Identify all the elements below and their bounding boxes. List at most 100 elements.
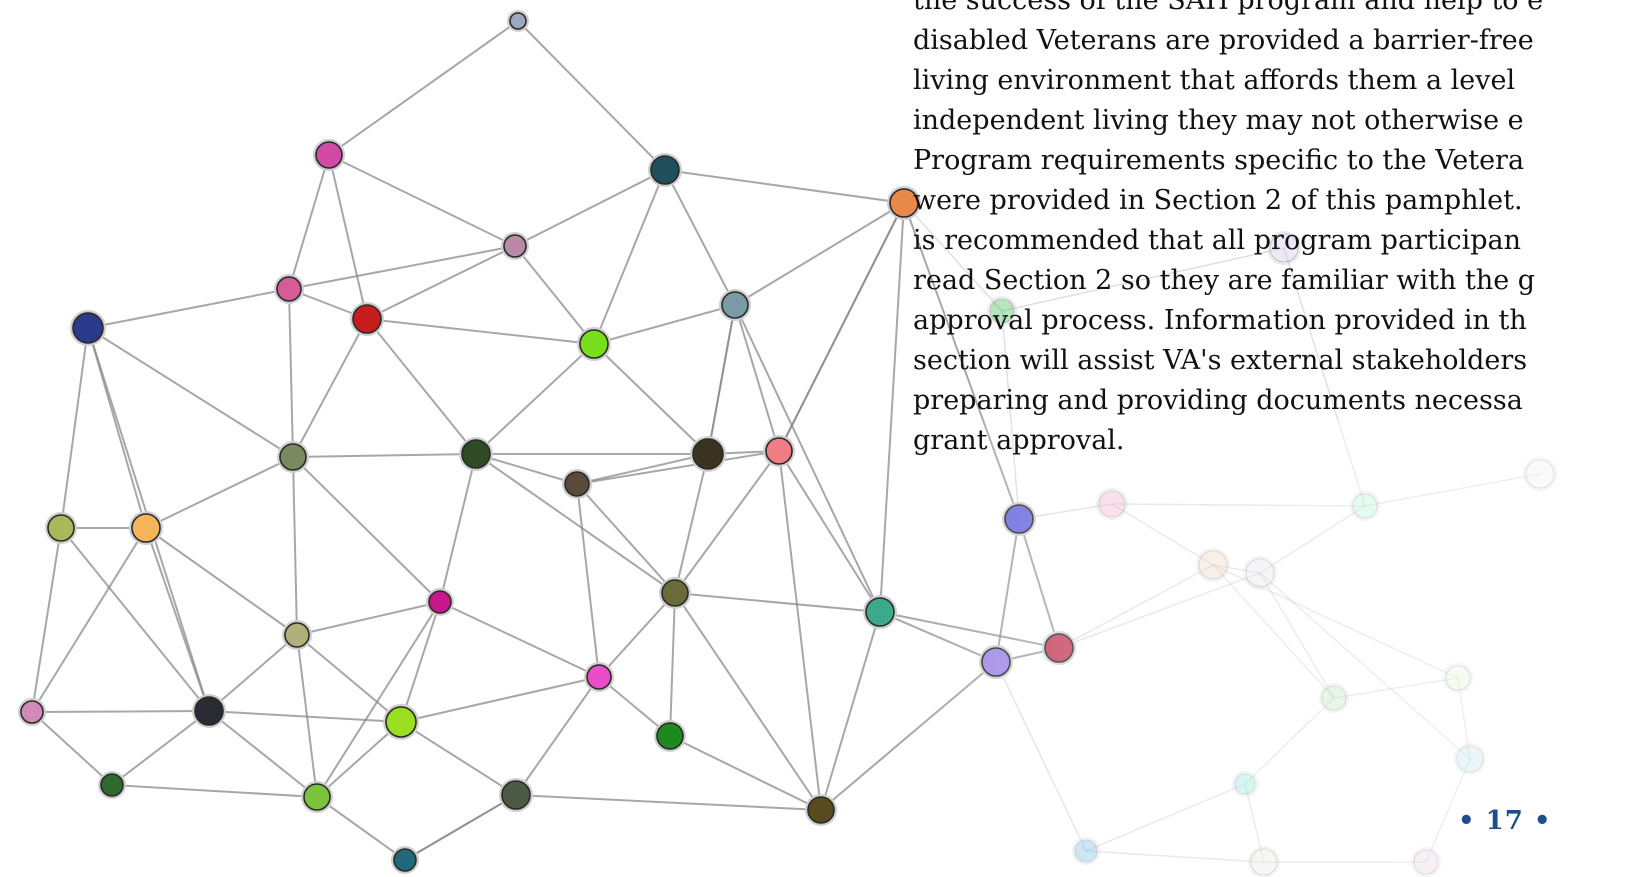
network-edge <box>664 169 905 204</box>
network-edge <box>145 527 210 712</box>
network-edge <box>995 518 1020 663</box>
network-edge <box>1111 503 1214 566</box>
network-edge <box>87 327 294 458</box>
network-edge <box>1058 564 1214 649</box>
body-line: independent living they may not otherwis… <box>913 105 1524 136</box>
node-core <box>1245 558 1275 588</box>
network-edge <box>31 711 113 786</box>
network-edge <box>87 288 290 329</box>
node-core <box>72 312 104 344</box>
network-node <box>98 771 126 799</box>
network-edge <box>664 169 736 306</box>
network-node <box>1042 631 1076 665</box>
network-edge <box>734 304 881 613</box>
node-core <box>352 304 382 334</box>
network-node <box>1196 548 1230 582</box>
network-edge <box>145 527 298 636</box>
node-core <box>428 590 452 614</box>
network-edge <box>734 304 780 452</box>
network-edge <box>820 611 881 811</box>
network-edge <box>576 450 780 485</box>
node-core <box>807 796 835 824</box>
network-node <box>507 10 529 32</box>
node-core <box>279 443 307 471</box>
network-edge <box>576 453 709 485</box>
node-core <box>765 437 793 465</box>
network-edge <box>31 527 62 713</box>
network-node <box>1248 846 1280 877</box>
network-edge <box>366 318 477 455</box>
node-core <box>1234 773 1256 795</box>
network-edge <box>292 456 441 603</box>
network-edge <box>514 169 666 247</box>
network-edge <box>475 453 676 594</box>
network-edge <box>674 592 881 613</box>
node-core <box>385 706 417 738</box>
network-edge <box>517 20 666 171</box>
body-line: disabled Veterans are provided a barrier… <box>913 25 1534 56</box>
network-edge <box>1001 247 1285 312</box>
network-edge <box>820 661 997 811</box>
network-edge <box>734 202 905 306</box>
body-line: living environment that affords them a l… <box>913 65 1516 96</box>
network-edge <box>903 202 1003 312</box>
network-edge <box>404 794 517 861</box>
network-node <box>18 698 46 726</box>
network-edge <box>707 304 736 455</box>
node-core <box>656 722 684 750</box>
network-edge <box>778 450 881 613</box>
network-edge <box>366 245 516 320</box>
node-core <box>1198 550 1228 580</box>
network-node <box>1243 556 1277 590</box>
body-line: Program requirements specific to the Vet… <box>913 145 1525 176</box>
page-number: • 17 • <box>1458 806 1552 836</box>
network-edge <box>145 456 294 529</box>
network-edge <box>439 601 600 678</box>
node-core <box>1413 849 1439 875</box>
network-edge <box>576 483 676 594</box>
network-node <box>577 327 611 361</box>
network-node <box>659 577 691 609</box>
network-node <box>863 595 897 629</box>
node-core <box>1321 685 1347 711</box>
body-line: read Section 2 so they are familiar with… <box>913 265 1536 296</box>
node-core <box>1525 459 1555 489</box>
network-node <box>1232 771 1258 797</box>
network-node <box>1411 847 1441 877</box>
network-node <box>1454 743 1486 775</box>
node-core <box>393 848 417 872</box>
network-edge <box>111 710 210 786</box>
network-edge <box>288 288 294 458</box>
network-node <box>499 778 533 812</box>
network-edge <box>288 245 516 290</box>
network-edge <box>1333 677 1459 699</box>
network-node <box>654 720 686 752</box>
network-edge <box>1085 783 1246 852</box>
network-edge <box>475 453 578 485</box>
node-core <box>981 647 1011 677</box>
network-node <box>987 296 1017 326</box>
network-node <box>690 436 726 472</box>
network-edge <box>292 453 477 458</box>
node-core <box>194 696 224 726</box>
network-node <box>426 588 454 616</box>
node-core <box>501 780 531 810</box>
body-line: were provided in Section 2 of this pamph… <box>913 185 1523 216</box>
node-core <box>1456 745 1484 773</box>
network-edge <box>598 592 676 678</box>
network-edge <box>316 796 406 861</box>
node-core <box>509 12 527 30</box>
network-edge <box>1259 505 1366 574</box>
network-edge <box>292 456 298 636</box>
network-edge <box>593 343 709 455</box>
node-core <box>989 298 1015 324</box>
network-node <box>501 232 529 260</box>
network-edge <box>669 735 822 811</box>
network-edge <box>879 611 997 663</box>
node-core <box>564 471 590 497</box>
network-node <box>1002 502 1036 536</box>
network-edge <box>328 20 519 156</box>
network-edge <box>576 483 600 678</box>
network-node <box>45 512 77 544</box>
